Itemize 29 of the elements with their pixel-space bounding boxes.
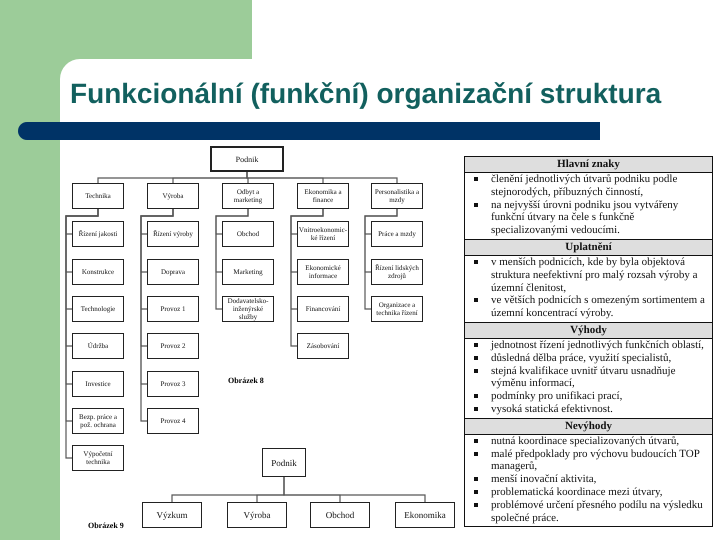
- slide-title: Funkcionální (funkční) organizační struktura: [70, 78, 662, 110]
- connector-line: [364, 209, 398, 310]
- org-unit-box: Výzkum: [142, 502, 202, 528]
- list-item-text: problémové určení přesného podílu na výsledku společné práce.: [491, 498, 704, 524]
- table-heading: Hlavní znaky: [465, 157, 712, 173]
- list-item-text: na nejvyšší úrovni podniku jsou vytvářeny funkční útvary na čele s funkčně specializovanými vedoucími.: [491, 198, 680, 237]
- table-heading: Výhody: [465, 322, 712, 339]
- connector-line: [283, 477, 426, 502]
- list-item-text: menší inovační aktivita,: [491, 473, 598, 486]
- table-heading: Uplatnění: [465, 238, 712, 256]
- list-item-text: důsledná dělba práce, využití specialistů,: [491, 352, 672, 365]
- list-item-text: podmínky pro unifikaci prací,: [491, 390, 624, 403]
- figure-caption: Obrázek 9: [88, 521, 124, 531]
- list-item-text: nutná koordinace specializovaných útvarů,: [491, 434, 680, 448]
- connector-line: [215, 209, 249, 310]
- list-item-text: ve větších podnicích s omezeným sortimentem a územní koncentrací výroby.: [491, 294, 706, 320]
- connector-line: [290, 209, 324, 347]
- org-unit-box: Výroba: [227, 502, 287, 528]
- org-unit-box: Ekonomika: [395, 502, 455, 528]
- list-item-text: vysoká statická efektivnost.: [491, 402, 614, 416]
- connector-line: [246, 172, 398, 183]
- figure-caption: Obrázek 8: [228, 376, 264, 386]
- list-item-text: jednotnost řízení jednotlivých funkčních oblastí,: [491, 338, 705, 352]
- table-heading: Nevýhody: [465, 418, 712, 435]
- connector-line: [140, 209, 174, 422]
- list-item-text: problematická koordinace mezi útvary,: [491, 486, 664, 499]
- org-unit-box: Podnik: [210, 146, 284, 172]
- org-unit-box: Podnik: [262, 448, 306, 477]
- org-unit-box: Obchod: [310, 502, 370, 528]
